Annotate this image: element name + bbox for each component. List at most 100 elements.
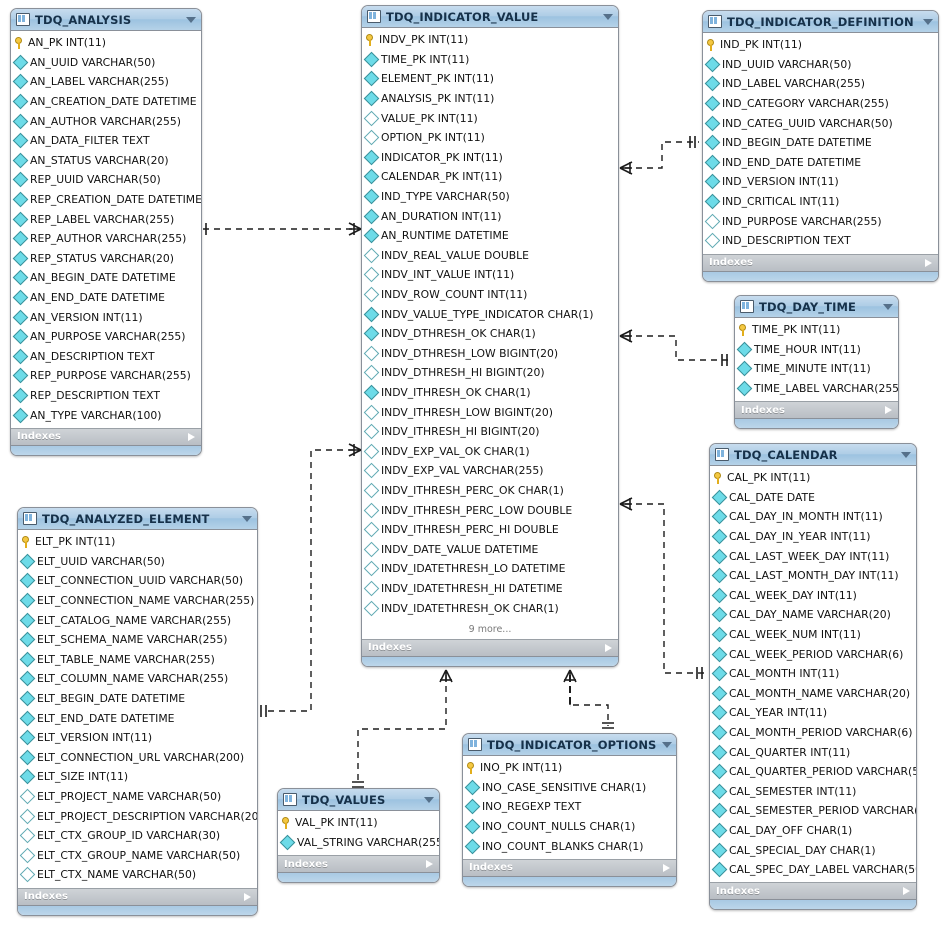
column-row[interactable]: AN_PK INT(11) [11,33,201,53]
column-row[interactable]: ELT_BEGIN_DATE DATETIME [18,689,257,709]
column-row[interactable]: CAL_DAY_OFF CHAR(1) [710,821,916,841]
column-row[interactable]: ELT_UUID VARCHAR(50) [18,552,257,572]
column-row[interactable]: AN_STATUS VARCHAR(20) [11,151,201,171]
column-row[interactable]: ELT_TABLE_NAME VARCHAR(255) [18,650,257,670]
chevron-down-icon[interactable] [901,451,911,458]
column-row[interactable]: CAL_SEMESTER INT(11) [710,782,916,802]
column-row[interactable]: INDICATOR_PK INT(11) [362,148,618,168]
column-row[interactable]: IND_CATEG_UUID VARCHAR(50) [703,113,938,133]
column-row[interactable]: CAL_SPECIAL_DAY CHAR(1) [710,840,916,860]
expand-right-icon[interactable] [885,406,892,415]
column-row[interactable]: AN_END_DATE DATETIME [11,288,201,308]
column-row[interactable]: INDV_DTHRESH_OK CHAR(1) [362,324,618,344]
column-row[interactable]: INDV_IDATETHRESH_LO DATETIME [362,559,618,579]
column-row[interactable]: REP_CREATION_DATE DATETIME [11,190,201,210]
column-row[interactable]: CAL_YEAR INT(11) [710,703,916,723]
table-header[interactable]: TDQ_CALENDAR [710,444,916,466]
column-row[interactable]: INDV_ITHRESH_PERC_LOW DOUBLE [362,500,618,520]
column-row[interactable]: INDV_ITHRESH_LOW BIGINT(20) [362,402,618,422]
column-row[interactable]: ELT_CATALOG_NAME VARCHAR(255) [18,610,257,630]
column-row[interactable]: AN_UUID VARCHAR(50) [11,53,201,73]
column-row[interactable]: INO_COUNT_BLANKS CHAR(1) [463,836,676,856]
column-row[interactable]: VAL_PK INT(11) [278,813,439,833]
column-row[interactable]: TIME_LABEL VARCHAR(255) [735,379,898,399]
column-row[interactable]: INDV_ITHRESH_OK CHAR(1) [362,383,618,403]
column-row[interactable]: INO_PK INT(11) [463,758,676,778]
column-row[interactable]: TIME_MINUTE INT(11) [735,359,898,379]
chevron-down-icon[interactable] [923,18,933,25]
column-row[interactable]: REP_STATUS VARCHAR(20) [11,249,201,269]
column-row[interactable]: CAL_WEEK_PERIOD VARCHAR(6) [710,644,916,664]
column-row[interactable]: ELT_SCHEMA_NAME VARCHAR(255) [18,630,257,650]
more-columns-label[interactable]: 9 more... [362,620,618,639]
column-row[interactable]: CAL_DAY_IN_MONTH INT(11) [710,507,916,527]
table-header[interactable]: TDQ_INDICATOR_OPTIONS [463,734,676,756]
column-row[interactable]: AN_DURATION INT(11) [362,206,618,226]
chevron-down-icon[interactable] [883,303,893,310]
column-row[interactable]: INDV_IDATETHRESH_OK CHAR(1) [362,598,618,618]
expand-right-icon[interactable] [244,892,251,901]
expand-right-icon[interactable] [605,643,612,652]
column-row[interactable]: CAL_MONTH_NAME VARCHAR(20) [710,684,916,704]
indexes-section[interactable]: Indexes [11,427,201,445]
column-row[interactable]: ANALYSIS_PK INT(11) [362,89,618,109]
column-row[interactable]: CAL_MONTH_PERIOD VARCHAR(6) [710,723,916,743]
column-row[interactable]: IND_TYPE VARCHAR(50) [362,187,618,207]
column-row[interactable]: AN_TYPE VARCHAR(100) [11,405,201,425]
column-row[interactable]: INDV_REAL_VALUE DOUBLE [362,246,618,266]
column-row[interactable]: IND_UUID VARCHAR(50) [703,55,938,75]
indexes-section[interactable]: Indexes [735,401,898,419]
column-row[interactable]: CAL_DAY_NAME VARCHAR(20) [710,605,916,625]
column-row[interactable]: AN_CREATION_DATE DATETIME [11,92,201,112]
column-row[interactable]: OPTION_PK INT(11) [362,128,618,148]
chevron-down-icon[interactable] [242,515,252,522]
expand-right-icon[interactable] [903,887,910,896]
column-row[interactable]: IND_BEGIN_DATE DATETIME [703,133,938,153]
column-row[interactable]: CAL_SPEC_DAY_LABEL VARCHAR(50) [710,860,916,880]
indexes-section[interactable]: Indexes [463,858,676,876]
column-row[interactable]: CAL_LAST_WEEK_DAY INT(11) [710,546,916,566]
expand-right-icon[interactable] [663,863,670,872]
column-row[interactable]: INDV_EXP_VAL VARCHAR(255) [362,461,618,481]
table-header[interactable]: TDQ_ANALYZED_ELEMENT [18,508,257,530]
column-row[interactable]: INDV_VALUE_TYPE_INDICATOR CHAR(1) [362,304,618,324]
column-row[interactable]: ELT_CTX_GROUP_NAME VARCHAR(50) [18,846,257,866]
column-row[interactable]: CALENDAR_PK INT(11) [362,167,618,187]
column-row[interactable]: AN_RUNTIME DATETIME [362,226,618,246]
column-row[interactable]: CAL_QUARTER_PERIOD VARCHAR(5) [710,762,916,782]
column-row[interactable]: IND_PK INT(11) [703,35,938,55]
indexes-section[interactable]: Indexes [710,882,916,900]
column-row[interactable]: INDV_ITHRESH_PERC_HI DOUBLE [362,520,618,540]
column-row[interactable]: ELEMENT_PK INT(11) [362,69,618,89]
column-row[interactable]: VAL_STRING VARCHAR(255) [278,833,439,853]
column-row[interactable]: ELT_CTX_NAME VARCHAR(50) [18,865,257,885]
column-row[interactable]: REP_PURPOSE VARCHAR(255) [11,366,201,386]
expand-right-icon[interactable] [188,432,195,441]
column-row[interactable]: INDV_INT_VALUE INT(11) [362,265,618,285]
column-row[interactable]: REP_LABEL VARCHAR(255) [11,209,201,229]
column-row[interactable]: ELT_CONNECTION_UUID VARCHAR(50) [18,571,257,591]
column-row[interactable]: AN_BEGIN_DATE DATETIME [11,268,201,288]
column-row[interactable]: ELT_CONNECTION_NAME VARCHAR(255) [18,591,257,611]
column-row[interactable]: AN_LABEL VARCHAR(255) [11,72,201,92]
column-row[interactable]: ELT_CONNECTION_URL VARCHAR(200) [18,748,257,768]
column-row[interactable]: IND_DESCRIPTION TEXT [703,231,938,251]
column-row[interactable]: INDV_IDATETHRESH_HI DATETIME [362,579,618,599]
column-row[interactable]: TIME_HOUR INT(11) [735,340,898,360]
column-row[interactable]: ELT_CTX_GROUP_ID VARCHAR(30) [18,826,257,846]
column-row[interactable]: CAL_DATE DATE [710,488,916,508]
column-row[interactable]: IND_CRITICAL INT(11) [703,192,938,212]
column-row[interactable]: INO_REGEXP TEXT [463,797,676,817]
column-row[interactable]: REP_DESCRIPTION TEXT [11,386,201,406]
column-row[interactable]: AN_PURPOSE VARCHAR(255) [11,327,201,347]
column-row[interactable]: TIME_PK INT(11) [362,50,618,70]
column-row[interactable]: INDV_ITHRESH_HI BIGINT(20) [362,422,618,442]
column-row[interactable]: INDV_PK INT(11) [362,30,618,50]
column-row[interactable]: AN_DESCRIPTION TEXT [11,347,201,367]
